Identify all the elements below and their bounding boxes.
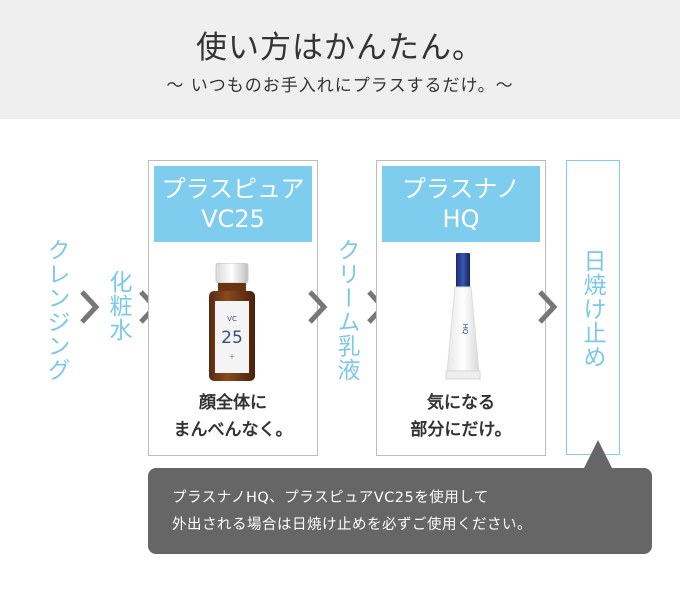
step-cleansing: クレンジング xyxy=(43,238,69,382)
product-card-vc25: プラスピュア VC25 VC 25 + 顔全体に まんべんなく。 xyxy=(148,160,318,456)
chevron-right-icon xyxy=(308,290,328,324)
product-desc-vc25: 顔全体に まんべんなく。 xyxy=(173,393,293,440)
step-toner: 化粧水 xyxy=(105,270,131,342)
vc25-bottle-image: VC 25 + xyxy=(209,263,255,381)
page-subtitle: 〜 いつものお手入れにプラスするだけ。〜 xyxy=(166,76,514,96)
step-sunscreen-box: 日焼け止め xyxy=(566,160,620,455)
note-text: プラスナノHQ、プラスピュアVC25を使用して 外出される場合は日焼け止めを必ず… xyxy=(172,490,532,533)
note-bubble: プラスナノHQ、プラスピュアVC25を使用して 外出される場合は日焼け止めを必ず… xyxy=(148,468,652,554)
product-label-hq: プラスナノ HQ xyxy=(382,166,540,242)
tube-text: HQ xyxy=(461,324,469,335)
product-card-hq: プラスナノ HQ HQ 気になる 部分にだけ。 xyxy=(376,160,546,456)
chevron-right-icon xyxy=(538,290,558,324)
svg-text:+: + xyxy=(229,352,236,361)
chevron-right-icon xyxy=(80,290,100,324)
product-name: プラスナノ xyxy=(401,175,521,203)
header: 使い方はかんたん。 〜 いつものお手入れにプラスするだけ。〜 xyxy=(0,0,680,119)
bottle-number: 25 xyxy=(221,328,243,348)
product-code: HQ xyxy=(442,205,480,233)
product-code: VC25 xyxy=(201,205,265,233)
page-title: 使い方はかんたん。 xyxy=(196,30,484,66)
product-desc-hq: 気になる 部分にだけ。 xyxy=(410,393,512,440)
product-label-vc25: プラスピュア VC25 xyxy=(154,166,312,242)
step-cream: クリーム乳液 xyxy=(333,238,359,382)
bubble-pointer xyxy=(582,440,614,472)
step-sunscreen: 日焼け止め xyxy=(579,249,605,369)
svg-text:VC: VC xyxy=(227,315,237,323)
hq-tube-image: HQ xyxy=(445,253,481,380)
product-name: プラスピュア xyxy=(161,175,305,203)
